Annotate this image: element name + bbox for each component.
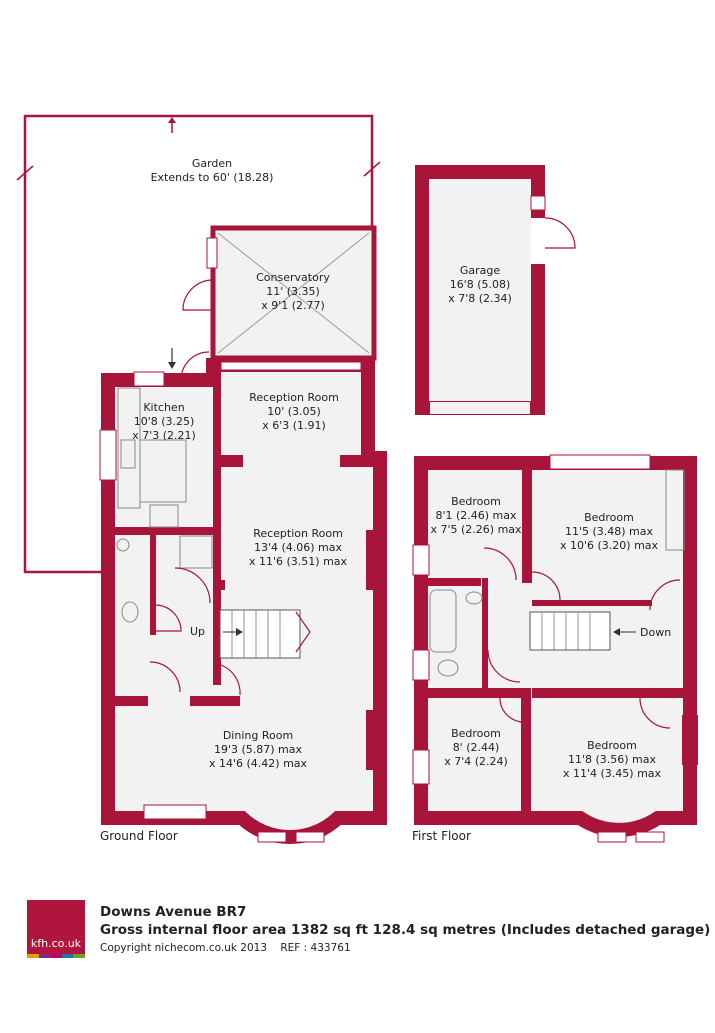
garden-label: Garden — [192, 157, 232, 170]
conservatory-size-2: x 9'1 (2.77) — [261, 299, 325, 312]
kitchen-size-2: x 7'3 (2.21) — [132, 429, 196, 442]
dining-room-size-2: x 14'6 (4.42) max — [209, 757, 308, 770]
logo-text: kfh.co.uk — [30, 937, 82, 950]
bedroom-bottom-right-size-1: 11'8 (3.56) max — [568, 753, 657, 766]
first-floor-plan — [412, 454, 698, 843]
bedroom-bottom-right-label: Bedroom — [587, 739, 637, 752]
ground-floor-label: Ground Floor — [100, 829, 178, 843]
bedroom-top-left-size-1: 8'1 (2.46) max — [435, 509, 517, 522]
bedroom-bottom-left-size-1: 8' (2.44) — [453, 741, 500, 754]
copyright: Copyright nichecom.co.uk 2013 — [100, 942, 268, 954]
reception-room-large-size-2: x 11'6 (3.51) max — [249, 555, 348, 568]
conservatory — [182, 225, 377, 361]
bedroom-top-right-size-1: 11'5 (3.48) max — [565, 525, 654, 538]
property-address: Downs Avenue BR7 — [100, 904, 247, 920]
stairs-up-label: Up — [190, 625, 205, 638]
bedroom-bottom-right-size-2: x 11'4 (3.45) max — [563, 767, 662, 780]
kitchen-label: Kitchen — [143, 401, 184, 414]
ground-floor-plan — [99, 348, 387, 845]
garden-size: Extends to 60' (18.28) — [151, 171, 274, 184]
reception-room-large-size-1: 13'4 (4.06) max — [254, 541, 343, 554]
floor-plan: Garden Extends to 60' (18.28) Conservato… — [16, 114, 698, 845]
logo-stripe — [38, 954, 51, 958]
copyright-line: Copyright nichecom.co.uk 2013 REF : 4337… — [100, 940, 710, 957]
garage-size-2: x 7'8 (2.34) — [448, 292, 512, 305]
bedroom-top-right-label: Bedroom — [584, 511, 634, 524]
logo-stripes — [27, 954, 85, 958]
logo-stripe — [61, 954, 74, 958]
kfh-logo: kfh.co.uk — [27, 900, 85, 958]
first-floor-label: First Floor — [412, 829, 471, 843]
logo-stripe — [73, 954, 85, 958]
reception-room-small-label: Reception Room — [249, 391, 339, 404]
reception-room-large-label: Reception Room — [253, 527, 343, 540]
reference: REF : 433761 — [280, 942, 351, 954]
floor-area: Gross internal floor area 1382 sq ft 128… — [100, 922, 711, 938]
garage-size-1: 16'8 (5.08) — [450, 278, 511, 291]
dining-room-label: Dining Room — [223, 729, 293, 742]
conservatory-size-1: 11' (3.35) — [266, 285, 320, 298]
bedroom-top-right-size-2: x 10'6 (3.20) max — [560, 539, 659, 552]
logo-stripe — [27, 954, 39, 958]
bedroom-top-left-label: Bedroom — [451, 495, 501, 508]
garage — [415, 165, 576, 415]
kitchen-size-1: 10'8 (3.25) — [134, 415, 195, 428]
conservatory-label: Conservatory — [256, 271, 330, 284]
garage-label: Garage — [460, 264, 501, 277]
bedroom-bottom-left-label: Bedroom — [451, 727, 501, 740]
dining-room-size-1: 19'3 (5.87) max — [214, 743, 303, 756]
reception-room-small-size-1: 10' (3.05) — [267, 405, 321, 418]
stairs-down-label: Down — [640, 626, 671, 639]
logo-stripe — [50, 954, 62, 958]
reception-room-small-size-2: x 6'3 (1.91) — [262, 419, 326, 432]
bedroom-bottom-left-size-2: x 7'4 (2.24) — [444, 755, 508, 768]
garden-area — [16, 114, 381, 574]
property-info: Downs Avenue BR7 Gross internal floor ar… — [100, 904, 710, 957]
bedroom-top-left-size-2: x 7'5 (2.26) max — [430, 523, 522, 536]
